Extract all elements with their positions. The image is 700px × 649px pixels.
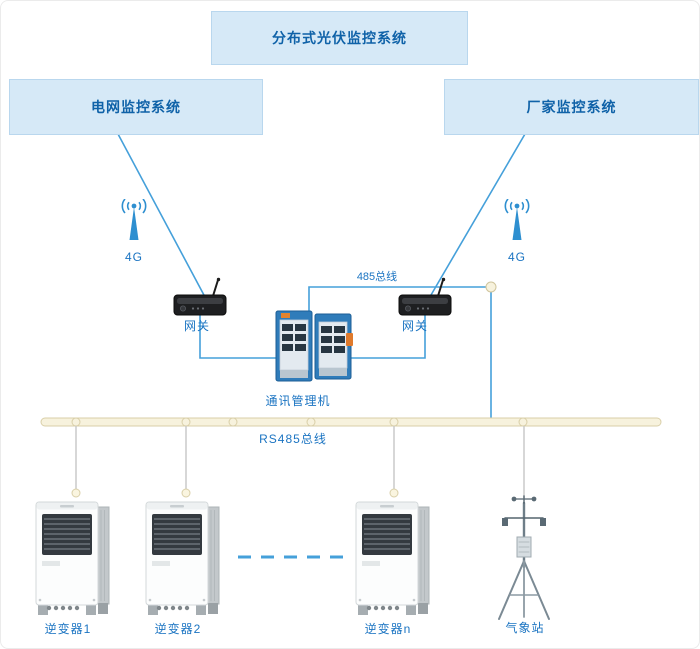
right-gateway-label: 网关 (401, 319, 428, 333)
node-grid-system: 电网监控系统 (9, 79, 263, 135)
inverter-1-label: 逆变器1 (44, 622, 92, 636)
left-4g-label: 4G (124, 250, 143, 264)
bus-485-label: 485总线 (356, 271, 398, 283)
bus-node (181, 417, 191, 427)
wire-left-gateway-to-comm (199, 315, 278, 359)
bus-node (306, 417, 316, 427)
drop-bulb (181, 488, 191, 498)
wire-485-bus (308, 286, 491, 313)
node-vendor-system-label: 厂家监控系统 (526, 99, 617, 115)
right-4g-antenna-icon (504, 199, 530, 241)
inverter-1-device (35, 501, 110, 616)
node-grid-system-label: 电网监控系统 (91, 99, 181, 115)
inverter-n-device (355, 501, 430, 616)
wire-lines (117, 133, 526, 418)
left-gateway-device (173, 277, 227, 316)
drop-end-bulbs (71, 488, 399, 498)
bus-node (71, 417, 81, 427)
weather-station-device (498, 495, 550, 620)
wire-vendor-to-right-gateway (430, 133, 526, 296)
wire-right-gateway-to-comm (349, 315, 426, 359)
inverter-2-label: 逆变器2 (154, 622, 202, 636)
rs485-bus-label: RS485总线 (259, 432, 327, 446)
bus-node (389, 417, 399, 427)
bus-drop-lines (75, 426, 525, 498)
rs485-bus-bar (40, 417, 662, 427)
right-4g-label: 4G (507, 250, 526, 264)
bus-node (228, 417, 238, 427)
bus-node (518, 417, 528, 427)
left-gateway-label: 网关 (183, 319, 210, 333)
drop-bulb (71, 488, 81, 498)
node-main-system-label: 分布式光伏监控系统 (272, 30, 407, 46)
inverter-2-device (145, 501, 220, 616)
node-main-system: 分布式光伏监控系统 (211, 11, 468, 65)
comm-manager-label: 通讯管理机 (265, 394, 331, 408)
right-gateway-device (398, 277, 452, 316)
junction-node-485 (485, 281, 497, 293)
weather-station-label: 气象站 (505, 621, 545, 635)
wire-grid-to-left-gateway (117, 133, 206, 298)
node-vendor-system: 厂家监控系统 (444, 79, 699, 135)
left-4g-antenna-icon (121, 199, 147, 241)
drop-bulb (389, 488, 399, 498)
inverter-n-label: 逆变器n (364, 622, 412, 636)
comm-manager-device (275, 310, 353, 382)
